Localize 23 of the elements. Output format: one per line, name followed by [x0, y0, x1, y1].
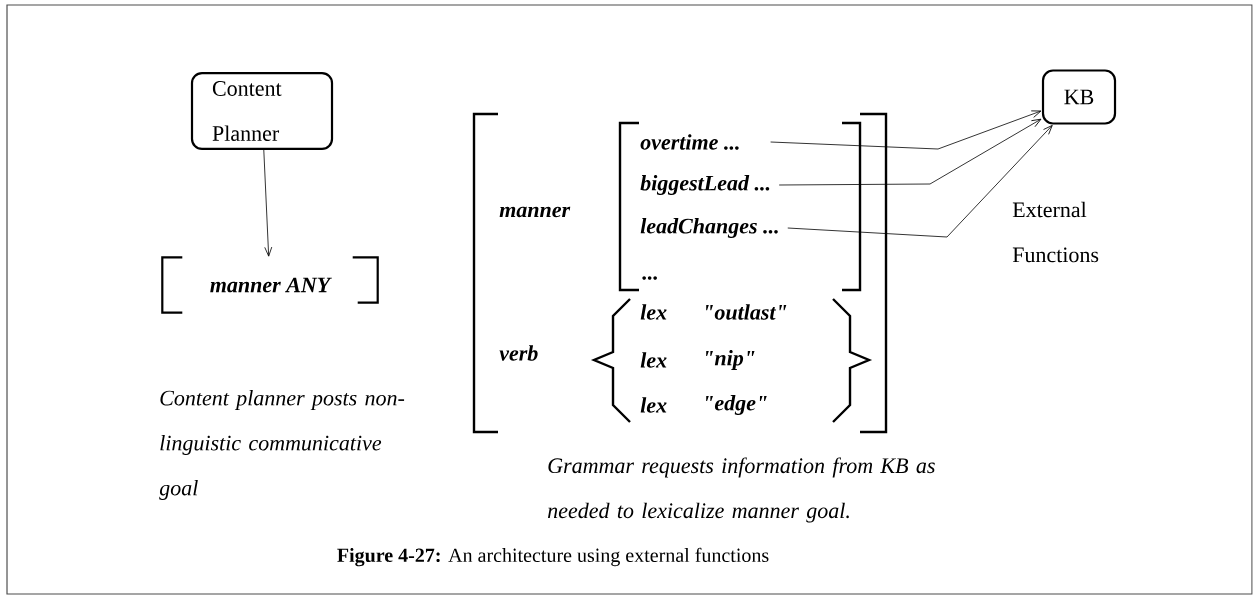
process-box: Content Planner — [190, 72, 334, 150]
feature-text: lex — [640, 397, 667, 413]
feature-text: "nip" — [706, 350, 755, 370]
arrow — [263, 149, 273, 257]
feature-text: lex — [640, 352, 667, 368]
annotation-text: External Functions — [1012, 201, 1099, 263]
process-box: KB — [1041, 69, 1117, 125]
arrow — [787, 125, 1053, 238]
feature-text: ... — [642, 276, 657, 280]
feature-text: verb — [499, 345, 538, 361]
note-text: Grammar requests information from KB as needed to lexicalize manner goal. — [548, 457, 935, 523]
feature-text: leadChanges ... — [640, 218, 778, 238]
feature-text: lex — [640, 304, 667, 320]
note-text: Content planner posts non-linguistic communicative goal — [159, 390, 405, 500]
feature-text: "edge" — [706, 395, 767, 415]
feature-text: manner — [499, 206, 571, 218]
feature-text: "outlast" — [706, 304, 787, 320]
caption: Figure 4-27: An architecture using external functions — [337, 547, 769, 567]
feature-text: overtime ... — [640, 134, 739, 150]
arrow — [770, 110, 1042, 150]
feature-bracket: manner ANY — [161, 256, 379, 314]
feature-text: biggestLead ... — [640, 175, 770, 195]
arrow — [778, 118, 1042, 186]
